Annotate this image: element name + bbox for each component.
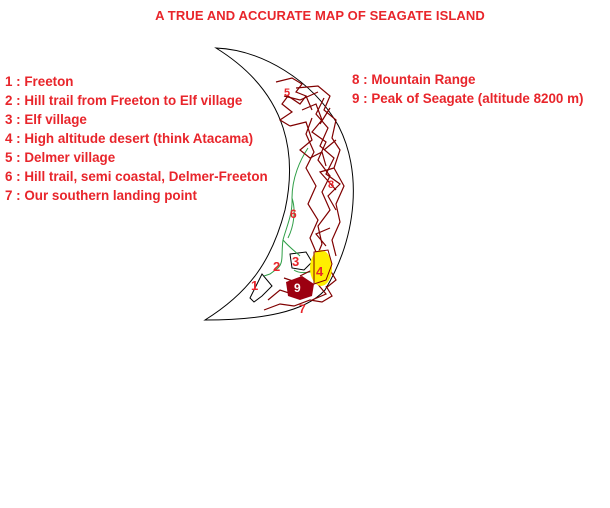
map-label-coastal-trail: 6	[290, 207, 297, 221]
legend-right: 8 : Mountain Range 9 : Peak of Seagate (…	[352, 70, 583, 108]
legend-label: Hill trail, semi coastal, Delmer-Freeton	[24, 169, 268, 184]
map-title: A TRUE AND ACCURATE MAP OF SEAGATE ISLAN…	[155, 8, 485, 23]
legend-number: 4	[5, 131, 13, 146]
legend-separator: :	[12, 188, 25, 203]
desert-area	[310, 250, 332, 286]
map-label-freeton: 1	[251, 278, 258, 293]
legend-label: High altitude desert (think Atacama)	[24, 131, 254, 146]
map-label-elf-village: 3	[292, 254, 299, 269]
legend-item-elf-village: 3 : Elf village	[5, 110, 268, 129]
legend-item-desert: 4 : High altitude desert (think Atacama)	[5, 129, 268, 148]
legend-label: Freeton	[24, 74, 74, 89]
legend-label: Peak of Seagate (altitude 8200 m)	[371, 91, 584, 106]
legend-number: 9	[352, 91, 360, 106]
legend-label: Our southern landing point	[24, 188, 197, 203]
legend-number: 3	[5, 112, 13, 127]
legend-label: Delmer village	[24, 150, 116, 165]
legend-separator: :	[359, 72, 372, 87]
legend-item-peak: 9 : Peak of Seagate (altitude 8200 m)	[352, 89, 583, 108]
legend-number: 1	[5, 74, 13, 89]
legend-item-delmer-village: 5 : Delmer village	[5, 148, 268, 167]
legend-label: Elf village	[24, 112, 87, 127]
legend-number: 6	[5, 169, 13, 184]
map-label-peak: 9	[294, 281, 301, 295]
legend-separator: :	[12, 131, 25, 146]
legend-number: 7	[5, 188, 13, 203]
elf-village-area	[289, 251, 313, 271]
legend-number: 2	[5, 93, 13, 108]
legend-number: 5	[5, 150, 13, 165]
legend-item-freeton: 1 : Freeton	[5, 72, 268, 91]
mountain-range	[263, 77, 345, 311]
legend-separator: :	[12, 112, 25, 127]
legend-item-mountain-range: 8 : Mountain Range	[352, 70, 583, 89]
coastal-trail-path	[263, 147, 327, 277]
legend-left: 1 : Freeton 2 : Hill trail from Freeton …	[5, 72, 268, 205]
map-label-hill-trail: 2	[273, 259, 280, 274]
legend-item-landing-point: 7 : Our southern landing point	[5, 186, 268, 205]
map-label-landing: 7	[299, 302, 306, 316]
legend-separator: :	[12, 169, 25, 184]
legend-label: Mountain Range	[371, 72, 476, 87]
legend-separator: :	[12, 74, 25, 89]
legend-item-coastal-trail: 6 : Hill trail, semi coastal, Delmer-Fre…	[5, 167, 268, 186]
map-label-delmer: 5	[284, 87, 290, 99]
map-label-desert: 4	[316, 264, 324, 279]
desert-outline	[313, 249, 333, 285]
peak-area	[286, 276, 314, 300]
legend-separator: :	[12, 93, 25, 108]
map-label-mountains: 8	[328, 179, 334, 191]
legend-item-hill-trail: 2 : Hill trail from Freeton to Elf villa…	[5, 91, 268, 110]
legend-number: 8	[352, 72, 360, 87]
legend-label: Hill trail from Freeton to Elf village	[24, 93, 243, 108]
legend-separator: :	[359, 91, 372, 106]
legend-separator: :	[12, 150, 25, 165]
freeton-area	[249, 273, 273, 303]
